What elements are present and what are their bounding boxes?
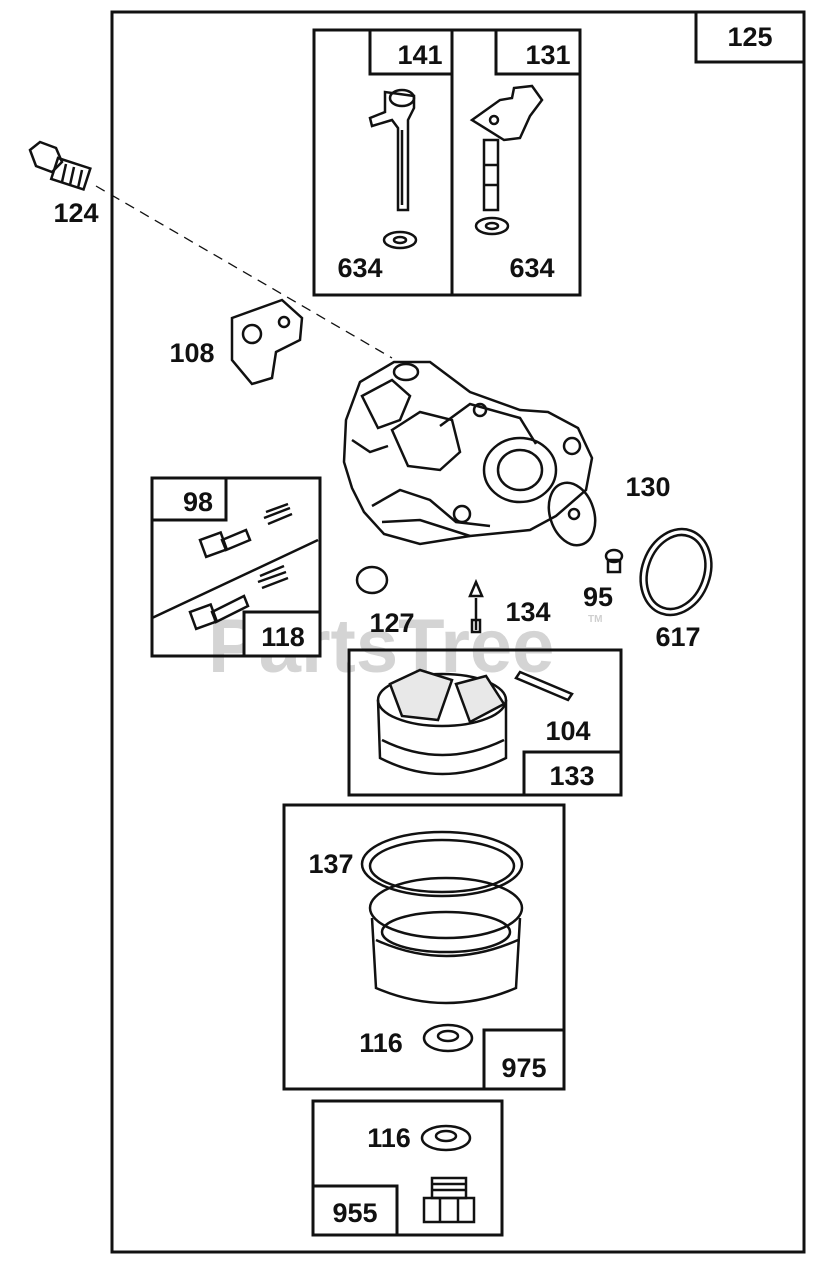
kit-133-border	[347, 648, 623, 797]
float-bowl-part[interactable]	[368, 876, 524, 1005]
callout-634-left[interactable]: 634	[337, 253, 382, 283]
callout-137[interactable]: 137	[308, 849, 353, 879]
kit-955[interactable]: 955 116	[311, 1099, 504, 1237]
gasket-130-part[interactable]	[541, 477, 603, 551]
idle-screw-part[interactable]	[198, 502, 293, 559]
callout-133[interactable]: 133	[549, 761, 594, 791]
callout-116-upper[interactable]: 116	[359, 1028, 403, 1058]
watermark-mark: TM	[588, 614, 602, 625]
assembly-frame	[110, 10, 806, 1254]
callout-130[interactable]: 130	[625, 472, 670, 502]
float-part[interactable]	[376, 668, 508, 776]
kit-133-tag	[522, 750, 623, 797]
assembly-number-label[interactable]: 125	[727, 22, 772, 52]
callout-116-lower[interactable]: 116	[367, 1123, 411, 1153]
throttle-shaft-part[interactable]	[469, 84, 544, 212]
callout-104[interactable]: 104	[545, 716, 590, 746]
kit-131-tag	[494, 28, 582, 76]
washer-116b-part[interactable]	[420, 1124, 472, 1152]
kit-975-tag	[482, 1028, 566, 1091]
callout-617[interactable]: 617	[655, 622, 700, 652]
carburetor-body-part[interactable]	[342, 360, 594, 546]
callout-134[interactable]: 134	[505, 597, 550, 627]
kit-955-tag	[311, 1184, 399, 1237]
callout-118[interactable]: 118	[261, 622, 305, 652]
callout-975[interactable]: 975	[501, 1053, 546, 1083]
screw-95-part[interactable]	[604, 548, 624, 574]
choke-shaft-part[interactable]	[368, 88, 416, 212]
callout-124[interactable]: 124	[53, 198, 98, 228]
washer-116a-part[interactable]	[422, 1023, 474, 1053]
kit-118-tag	[242, 610, 322, 658]
callout-955[interactable]: 955	[332, 1198, 377, 1228]
kit-133[interactable]: 133 104	[347, 648, 623, 797]
assembly-number-box-border	[694, 10, 806, 64]
kit-98-118-divider	[151, 538, 319, 620]
callout-131[interactable]: 131	[525, 40, 570, 70]
bowl-nut-part[interactable]	[422, 1176, 476, 1224]
callout-127[interactable]: 127	[369, 608, 414, 638]
welch-plug-127-part[interactable]	[355, 565, 389, 595]
kit-98-118[interactable]: 98 118	[150, 476, 322, 658]
assembly-number-box[interactable]: 125	[694, 10, 806, 64]
washer-634b-part[interactable]	[474, 216, 510, 236]
callout-141[interactable]: 141	[397, 40, 442, 70]
kit-975[interactable]: 975 137 116	[282, 803, 566, 1091]
callout-108[interactable]: 108	[169, 338, 214, 368]
washer-634a-part[interactable]	[382, 230, 418, 250]
kit-141[interactable]: 141 634	[312, 28, 454, 297]
o-ring-617-part[interactable]	[629, 519, 723, 625]
mixture-screw-part[interactable]	[188, 564, 289, 631]
callout-98[interactable]: 98	[183, 487, 213, 517]
float-pin-104-part[interactable]	[514, 670, 574, 702]
plate-108-part[interactable]	[230, 298, 304, 386]
bowl-gasket-137-part[interactable]	[360, 830, 524, 898]
screw-124-part[interactable]	[28, 140, 92, 192]
kit-955-border	[311, 1099, 504, 1237]
kit-98-118-border	[150, 476, 322, 658]
callout-95[interactable]: 95	[583, 582, 613, 612]
kit-131[interactable]: 131 634	[450, 28, 582, 297]
screw-guide-line	[95, 185, 393, 359]
callout-634-right[interactable]: 634	[509, 253, 554, 283]
needle-134-part[interactable]	[468, 578, 484, 634]
kit-98-tag	[150, 476, 228, 522]
kit-975-border	[282, 803, 566, 1091]
